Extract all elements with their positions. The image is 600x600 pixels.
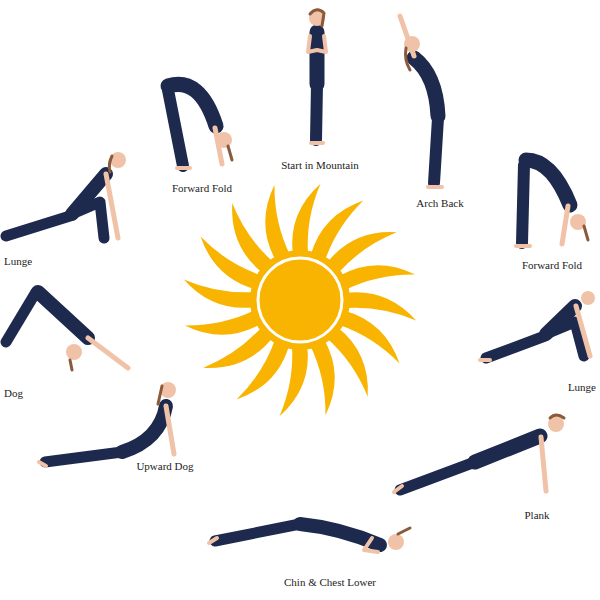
- lunge-figure-part: [72, 174, 106, 214]
- arch-back-figure-part: [434, 118, 438, 183]
- downward-dog-figure-part: [88, 338, 128, 368]
- upward-dog-figure-part: [158, 386, 162, 404]
- pose-label: Chin & Chest Lower: [284, 572, 376, 590]
- plank-figure-part: [541, 437, 546, 491]
- mountain-pose-figure-part: [310, 10, 324, 26]
- forward-fold-figure: [516, 160, 588, 246]
- plank-figure-part: [400, 462, 475, 490]
- sun-symbol-part: [185, 310, 261, 335]
- upward-dog-figure-part: [166, 406, 174, 454]
- sun-symbol: [184, 184, 416, 416]
- pose-name: Chin & Chest Lower: [284, 576, 376, 588]
- arch-back-figure-part: [406, 48, 411, 70]
- lunge-figure-part: [480, 358, 490, 362]
- pose-label: Dog: [4, 383, 23, 401]
- pose-label: Lunge: [4, 251, 32, 269]
- lunge-figure-part: [110, 152, 126, 168]
- forward-fold-figure-part: [177, 166, 190, 170]
- plank-figure-part: [550, 415, 564, 418]
- lunge-figure-part: [6, 216, 70, 236]
- sun-symbol-part: [258, 258, 342, 342]
- sun-symbol-part: [265, 185, 290, 261]
- forward-fold-figure-part: [168, 90, 183, 166]
- pose-name: Forward Fold: [172, 182, 232, 194]
- plank-figure: [394, 415, 564, 492]
- mountain-pose-figure-part: [311, 141, 323, 145]
- mountain-pose-figure-part: [308, 36, 326, 52]
- arch-back-figure: [400, 16, 442, 187]
- pose-name: Plank: [524, 509, 549, 521]
- mountain-pose-figure-part: [316, 84, 317, 140]
- chin-chest-figure-part: [209, 538, 217, 543]
- forward-fold-figure-part: [562, 206, 568, 244]
- upward-dog-figure-part: [122, 406, 166, 452]
- lunge-figure-part: [576, 306, 590, 356]
- sun-symbol-part: [310, 339, 335, 415]
- lunge-figure-part: [106, 174, 118, 238]
- pose-name: Arch Back: [416, 197, 463, 209]
- sun-symbol-part: [250, 250, 350, 350]
- chin-chest-figure-part: [364, 538, 378, 552]
- lunge-figure-part: [581, 291, 595, 305]
- mountain-pose-figure: [308, 10, 326, 143]
- pose-name: Lunge: [4, 255, 32, 267]
- arch-back-figure-part: [414, 58, 438, 116]
- pose-name: Lunge: [568, 381, 596, 393]
- arch-back-figure-part: [428, 185, 442, 189]
- forward-fold-figure-part: [516, 244, 530, 248]
- chin-chest-figure: [209, 524, 410, 552]
- pose-label: Forward Fold: [172, 178, 232, 196]
- pose-label: Upward Dog: [136, 456, 193, 474]
- plank-figure-part: [394, 486, 402, 492]
- downward-dog-figure: [6, 292, 128, 370]
- downward-dog-figure-part: [38, 292, 88, 338]
- pose-label: Arch Back: [416, 193, 463, 211]
- forward-fold-figure-part: [168, 84, 216, 126]
- mountain-pose-figure-part: [309, 10, 325, 26]
- plank-figure-part: [475, 436, 540, 462]
- forward-fold-figure: [168, 84, 232, 168]
- pose-label: Forward Fold: [522, 255, 582, 273]
- downward-dog-figure-part: [66, 344, 82, 360]
- pose-name: Upward Dog: [136, 460, 193, 472]
- lunge-figure-part: [109, 156, 112, 172]
- upward-dog-figure-part: [45, 452, 122, 462]
- downward-dog-figure-part: [70, 360, 72, 370]
- plank-figure-part: [548, 416, 564, 432]
- forward-fold-figure-part: [584, 226, 588, 240]
- forward-fold-figure-part: [526, 160, 570, 205]
- pose-name: Dog: [4, 387, 23, 399]
- chin-chest-figure-part: [398, 528, 410, 534]
- upward-dog-figure: [39, 382, 176, 466]
- forward-fold-figure-part: [216, 132, 232, 148]
- forward-fold-figure-part: [522, 165, 524, 243]
- downward-dog-figure-part: [6, 292, 36, 342]
- lunge-figure-part: [546, 306, 575, 334]
- lunge-figure: [6, 152, 126, 238]
- lunge-figure-part: [486, 336, 545, 358]
- pose-name: Start in Mountain: [281, 159, 359, 171]
- mountain-pose-figure-part: [310, 32, 325, 84]
- lunge-figure: [480, 291, 595, 360]
- pose-label: Lunge: [568, 377, 596, 395]
- chin-chest-figure-part: [388, 534, 404, 550]
- chin-chest-figure-part: [215, 524, 300, 541]
- pose-name: Forward Fold: [522, 259, 582, 271]
- upward-dog-figure-part: [39, 462, 46, 466]
- pose-label: Plank: [524, 505, 549, 523]
- forward-fold-figure-part: [228, 146, 232, 160]
- pose-label: Start in Mountain: [281, 155, 359, 173]
- sun-symbol-part: [339, 265, 415, 290]
